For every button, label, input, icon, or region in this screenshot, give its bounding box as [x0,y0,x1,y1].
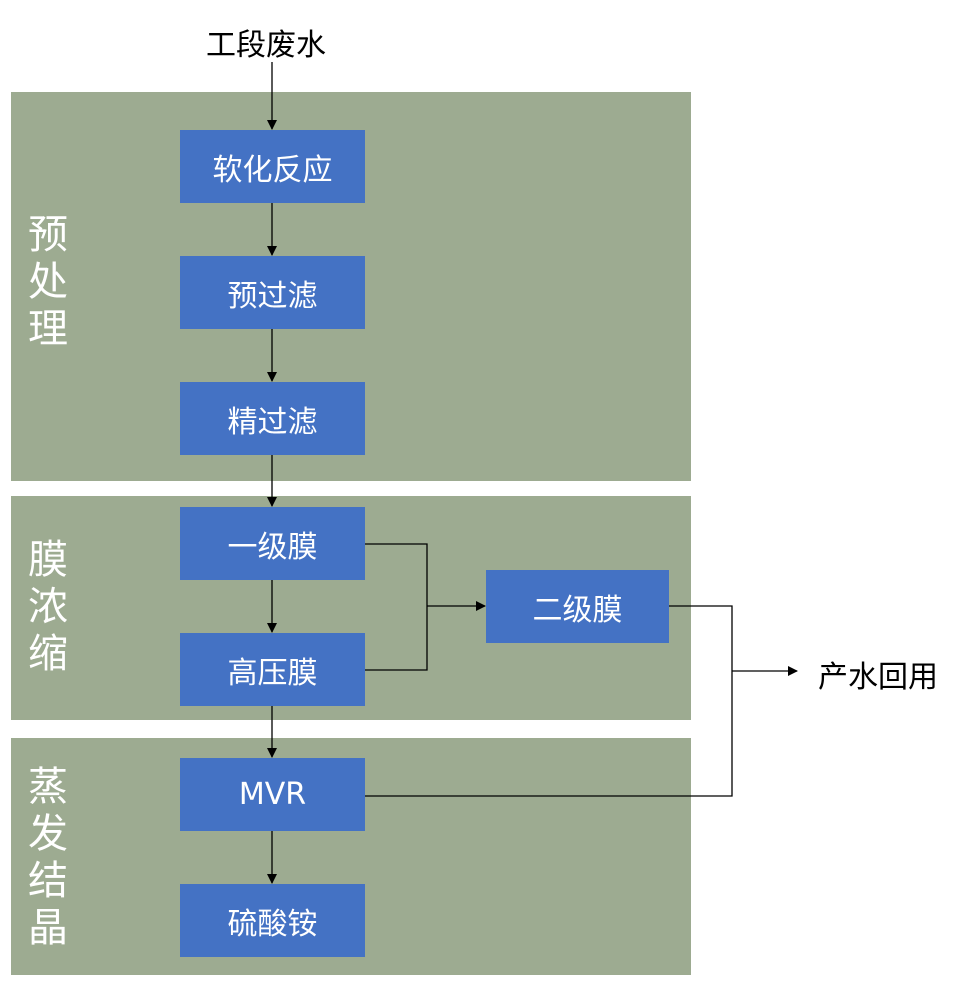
output-reuse-label: 产水回用 [818,660,938,695]
node-softening-reaction: 软化反应 [180,130,365,203]
wire-primary-to-merge [365,543,428,671]
wire-secondary-to-output [365,605,733,797]
input-wastewater-label: 工段废水 [206,28,326,63]
stage-pretreatment-label: 预 处 理 [28,212,68,352]
stage-membrane-label: 膜 浓 缩 [28,537,68,677]
node-mvr: MVR [180,758,365,831]
node-high-pressure-membrane: 高压膜 [180,633,365,706]
node-pre-filtration: 预过滤 [180,256,365,329]
node-primary-membrane: 一级膜 [180,507,365,580]
node-fine-filtration: 精过滤 [180,382,365,455]
node-ammonium-sulfate: 硫酸铵 [180,884,365,957]
node-secondary-membrane: 二级膜 [486,570,669,643]
stage-evaporation-label: 蒸 发 结 晶 [28,764,68,951]
